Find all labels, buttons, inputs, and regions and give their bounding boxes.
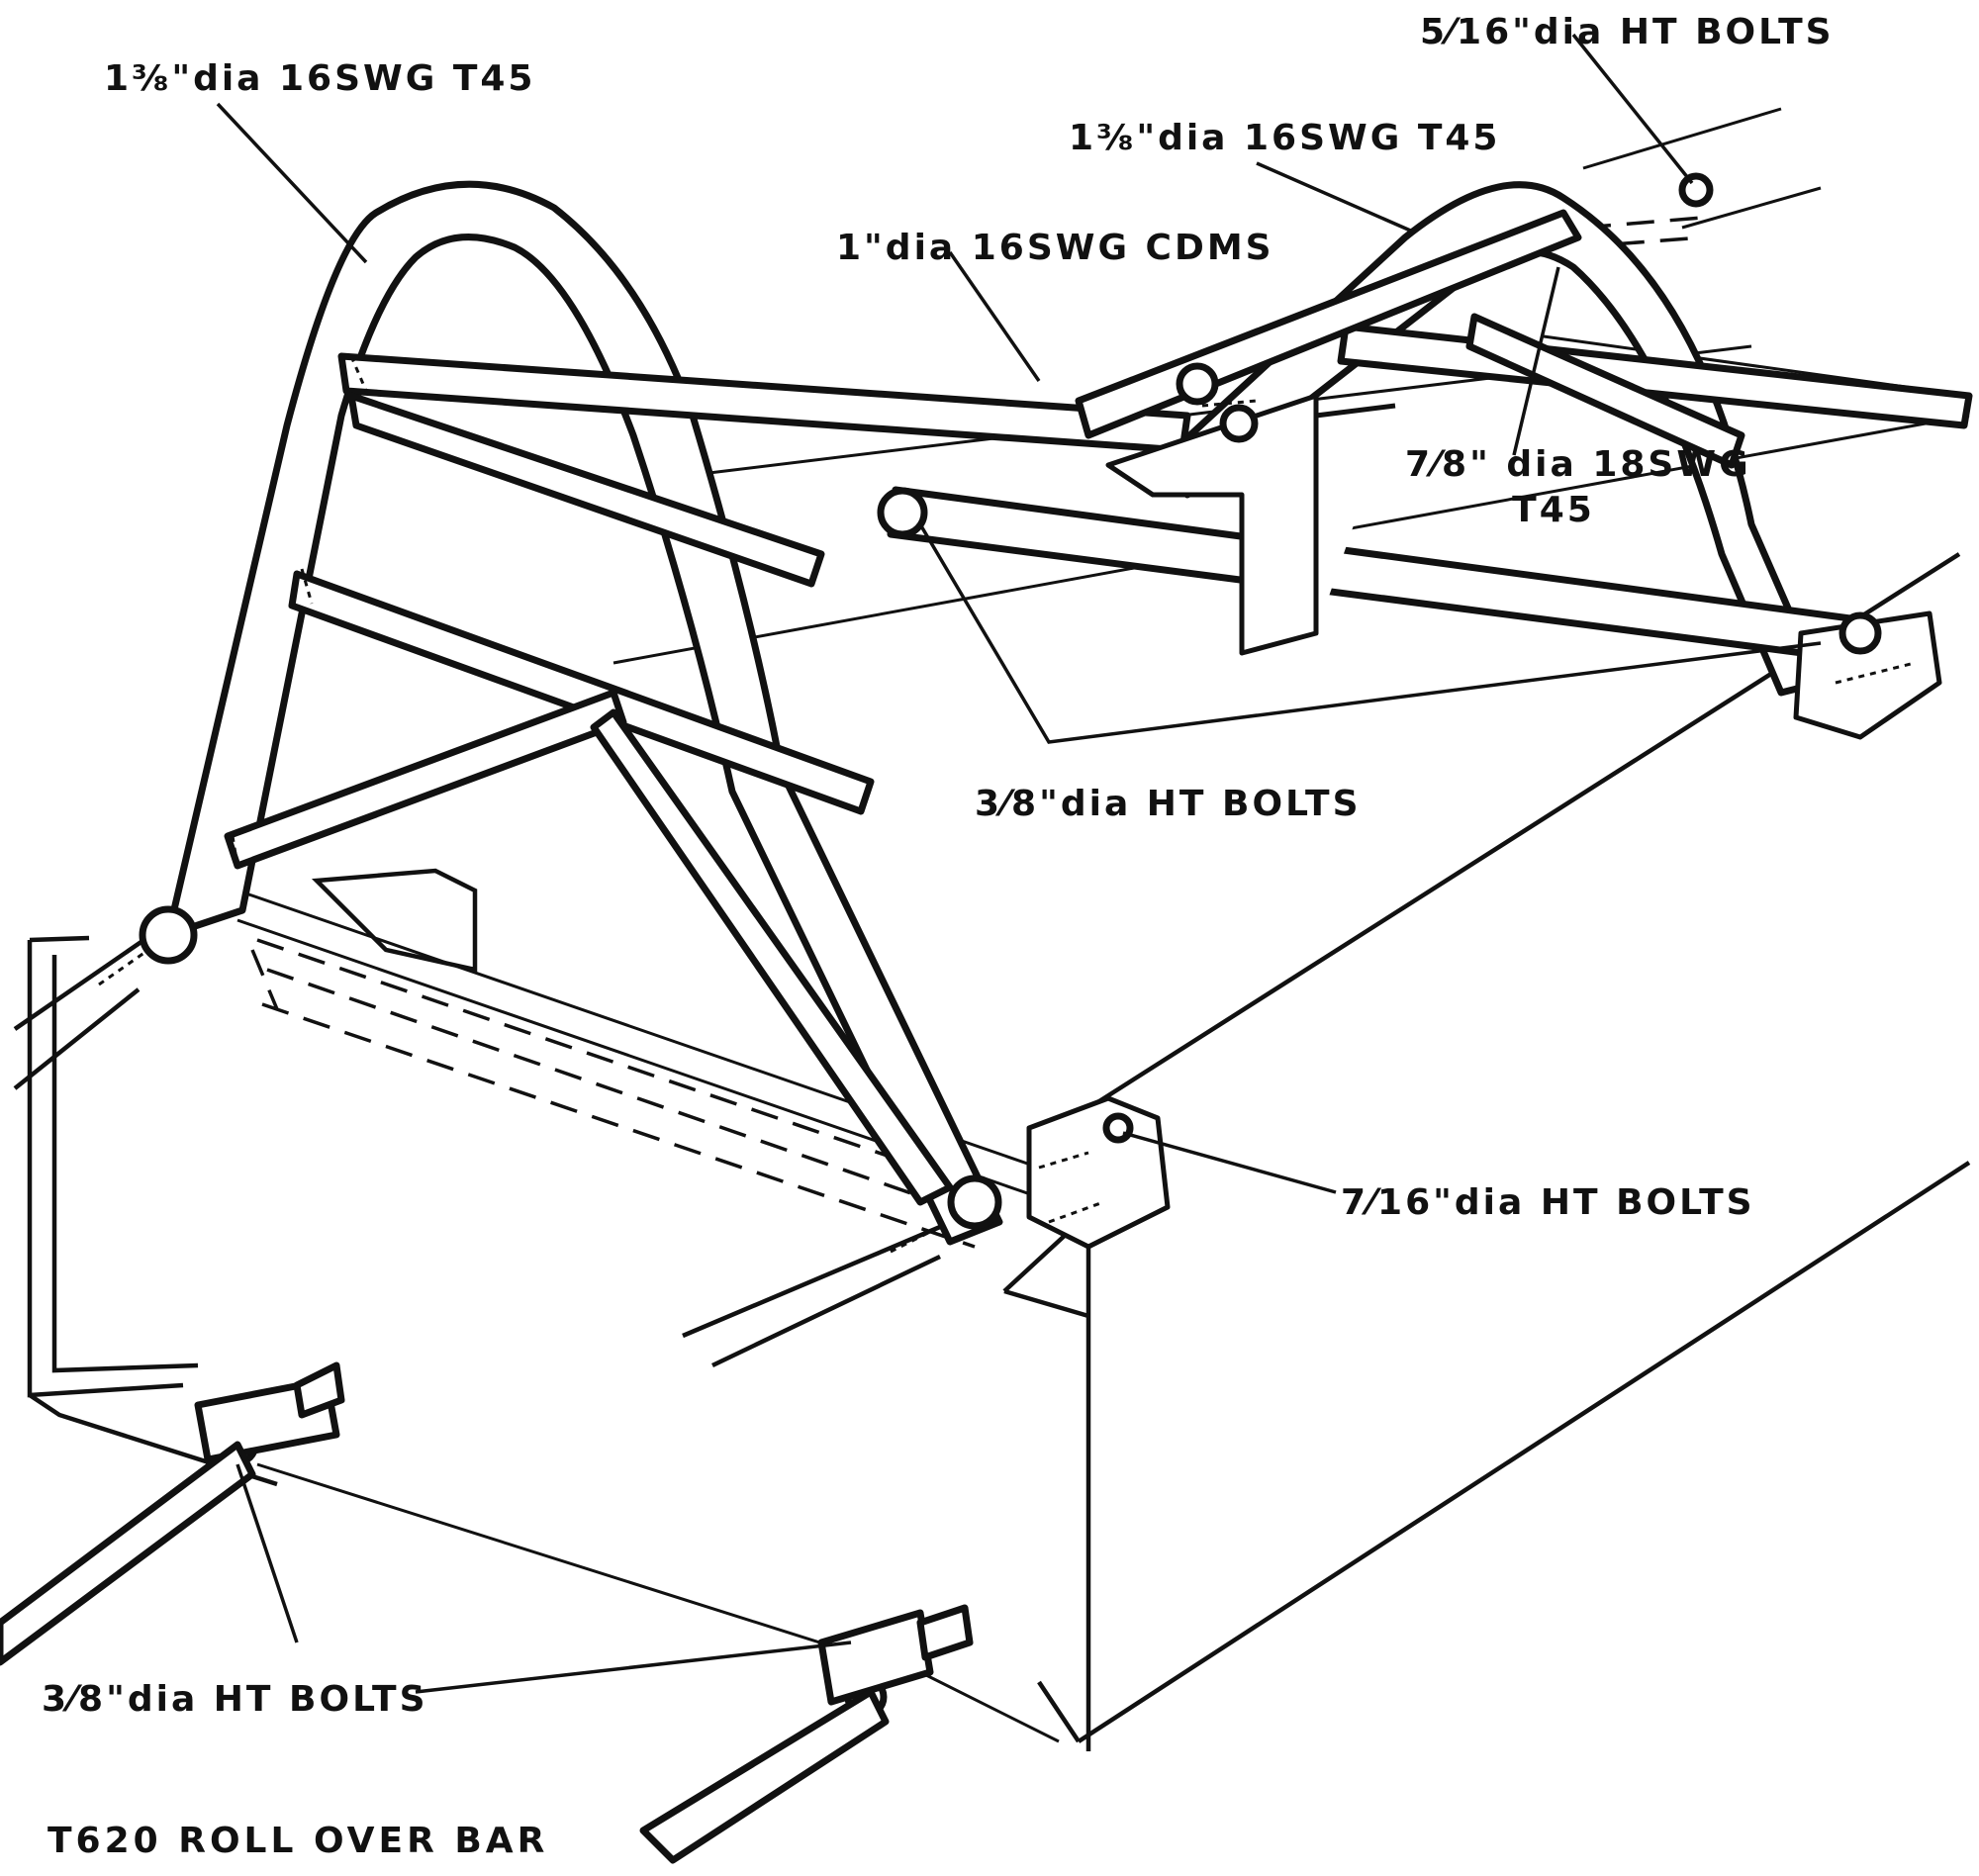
- bolt-hoop-mount: [1102, 1112, 1134, 1144]
- leader-lines: [216, 33, 1822, 1694]
- bolt-stay-rear-mid: [1219, 404, 1259, 443]
- label-base-bolts: 3⁄8"dia HT BOLTS: [42, 1679, 428, 1720]
- bolt-rear-top: [1678, 172, 1714, 208]
- diagram-title: T620 ROLL OVER BAR: [47, 1821, 549, 1861]
- tube-end-right: [947, 1174, 1002, 1230]
- label-rear-bolts: 5⁄16"dia HT BOLTS: [1420, 12, 1835, 52]
- label-front-hoop-tube: 1⅜"dia 16SWG T45: [104, 58, 536, 99]
- label-top-stay: 1"dia 16SWG CDMS: [836, 228, 1274, 268]
- base-brackets: [0, 1361, 974, 1864]
- tube-end-left: [139, 905, 198, 965]
- bolt-stay-front: [877, 487, 928, 538]
- front-hoop-crossbars: [224, 352, 1191, 1206]
- label-diagonal-stay: 7⁄8" dia 18SWG T45: [1405, 444, 1751, 530]
- weld-marks: [98, 355, 1916, 1254]
- label-diagonal-stay-line1: 7⁄8" dia 18SWG: [1405, 444, 1751, 485]
- bolt-stay-rear-top: [1176, 362, 1219, 406]
- label-rear-hoop-tube: 1⅜"dia 16SWG T45: [1069, 118, 1501, 158]
- bolt-rear-base: [1838, 611, 1882, 655]
- label-diagonal-stay-line2: T45: [1512, 490, 1595, 530]
- chassis-body: [13, 107, 1971, 1751]
- label-hoop-mount-bolts: 7⁄16"dia HT BOLTS: [1341, 1182, 1755, 1223]
- label-stay-bolts: 3⁄8"dia HT BOLTS: [975, 784, 1362, 824]
